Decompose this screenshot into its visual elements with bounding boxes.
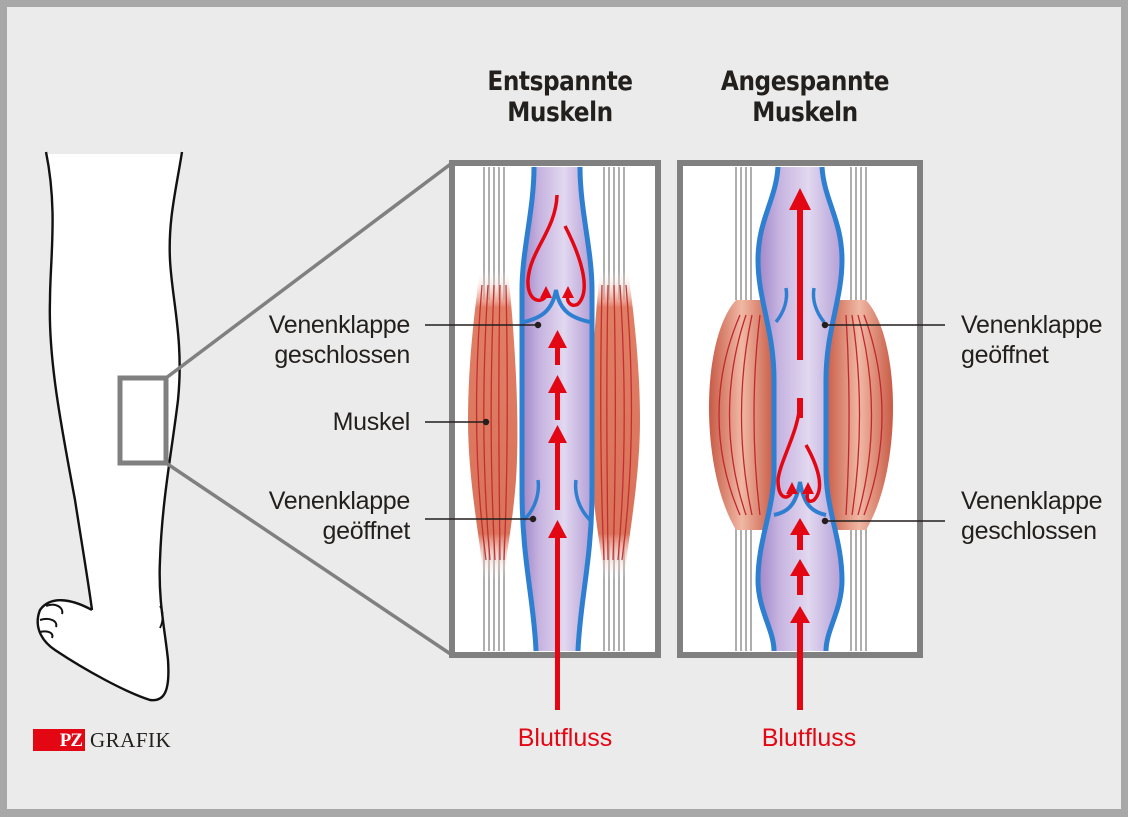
label-valve-open-relaxed: Venenklappe geöffnet [230, 486, 411, 546]
arrow-up-icon [548, 330, 567, 710]
panel-relaxed [449, 160, 661, 710]
label-line: geöffnet [961, 341, 1049, 369]
logo-text: GRAFIK [90, 727, 172, 752]
valve-open-lower-left [522, 479, 541, 522]
vein-wall-left [519, 166, 539, 652]
title-line: Angespannte [720, 66, 890, 97]
vein-wall-right [575, 166, 595, 652]
panel-title-tensed: Angespannte Muskeln [706, 66, 904, 128]
label-valve-closed-tensed: Venenklappe geschlossen [961, 486, 1121, 546]
zoom-region-marker [117, 375, 169, 466]
flow-label-tensed: Blutfluss [761, 724, 857, 752]
flow-label-relaxed: Blutfluss [517, 724, 613, 752]
leader-lines [425, 321, 945, 525]
title-line: Entspannte [487, 66, 633, 97]
label-valve-open-tensed: Venenklappe geöffnet [961, 310, 1121, 370]
label-muscle: Muskel [230, 407, 411, 437]
title-line: Muskeln [752, 97, 858, 128]
label-line: geschlossen [274, 341, 410, 369]
label-line: Venenklappe [961, 487, 1103, 515]
label-line: Venenklappe [268, 311, 411, 339]
label-valve-closed-relaxed: Venenklappe geschlossen [230, 310, 411, 370]
leg-outline-icon [36, 148, 280, 702]
zoom-connector-bottom [165, 461, 453, 657]
label-line: geöffnet [322, 517, 410, 545]
curved-arrow-icon [526, 194, 586, 308]
valve-open-lower-right [573, 479, 592, 522]
title-line: Muskeln [507, 97, 613, 128]
valve-closed-upper [523, 289, 591, 324]
label-line: geschlossen [961, 517, 1097, 545]
label-line: Venenklappe [268, 487, 411, 515]
pz-grafik-logo: PZ GRAFIK [33, 727, 172, 752]
zoom-connector-top [164, 161, 454, 380]
label-line: Venenklappe [961, 311, 1103, 339]
panel-title-relaxed: Entspannte Muskeln [470, 66, 651, 128]
label-line: Muskel [332, 408, 411, 436]
panel-tensed [677, 160, 923, 710]
logo-box: PZ [33, 729, 85, 751]
